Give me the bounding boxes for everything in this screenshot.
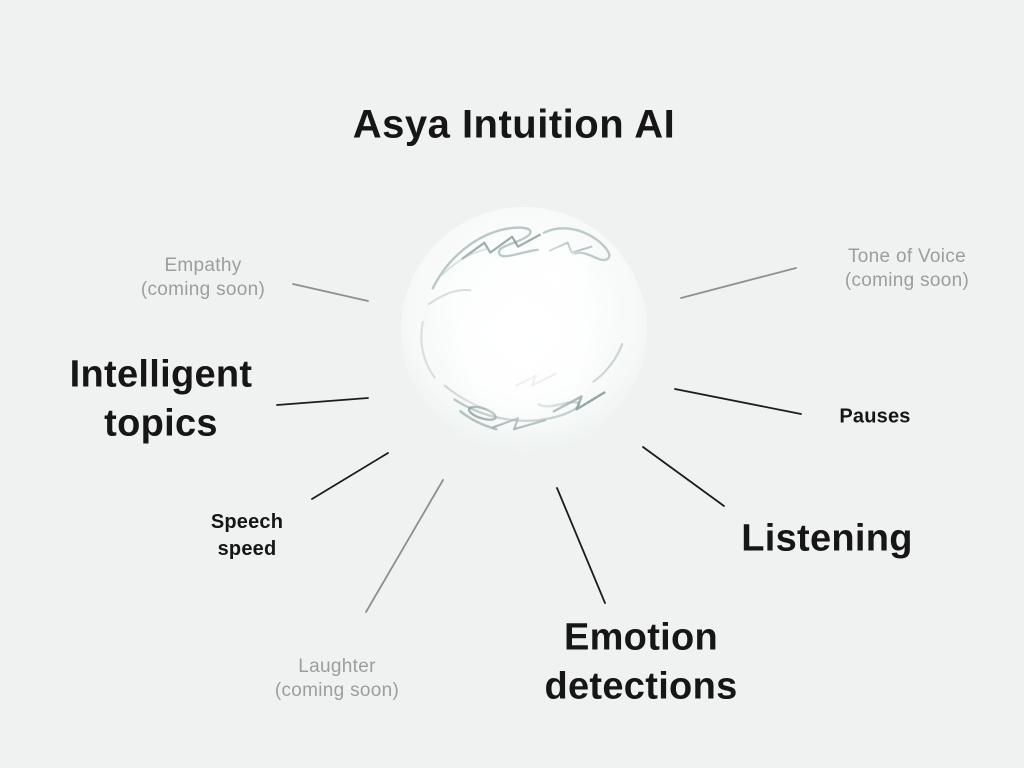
feature-label-tone-of-voice: Tone of Voice (coming soon) (845, 245, 969, 293)
connector-intelligent-topics (276, 397, 369, 406)
feature-text-line: (coming soon) (844, 270, 970, 291)
feature-text-line: Emotion (563, 616, 719, 659)
ai-orb-image (400, 206, 648, 454)
connector-pauses (674, 388, 802, 415)
connector-speech-speed (311, 452, 389, 500)
connector-empathy (292, 283, 369, 302)
feature-text-line: Intelligent (69, 353, 253, 396)
feature-label-speech-speed: Speech speed (211, 509, 283, 563)
feature-label-laughter: Laughter (coming soon) (275, 655, 399, 703)
feature-label-pauses: Pauses (839, 404, 910, 431)
feature-label-empathy: Empathy (coming soon) (141, 254, 265, 302)
feature-label-intelligent-topics: Intelligent topics (70, 351, 253, 450)
feature-text-line: topics (104, 403, 218, 445)
feature-text-line: Listening (741, 517, 913, 560)
connector-emotion-detections (556, 487, 606, 604)
feature-text-line: detections (544, 666, 738, 708)
connector-laughter (365, 479, 444, 613)
feature-text-line: Pauses (839, 405, 911, 428)
feature-text-line: Speech (210, 511, 284, 533)
page-title: Asya Intuition AI (352, 102, 676, 147)
feature-label-listening: Listening (741, 514, 913, 563)
feature-text-line: speed (217, 538, 277, 560)
feature-text-line: Laughter (298, 655, 376, 677)
feature-text-line: Tone of Voice (848, 245, 966, 267)
feature-label-emotion-detections: Emotion detections (544, 614, 737, 713)
orb-highlight-small (520, 240, 596, 317)
feature-text-line: (coming soon) (274, 680, 400, 701)
feature-text-line: Empathy (164, 254, 242, 276)
feature-text-line: (coming soon) (140, 279, 266, 300)
connector-tone-of-voice (680, 267, 797, 299)
connector-listening (642, 446, 725, 507)
